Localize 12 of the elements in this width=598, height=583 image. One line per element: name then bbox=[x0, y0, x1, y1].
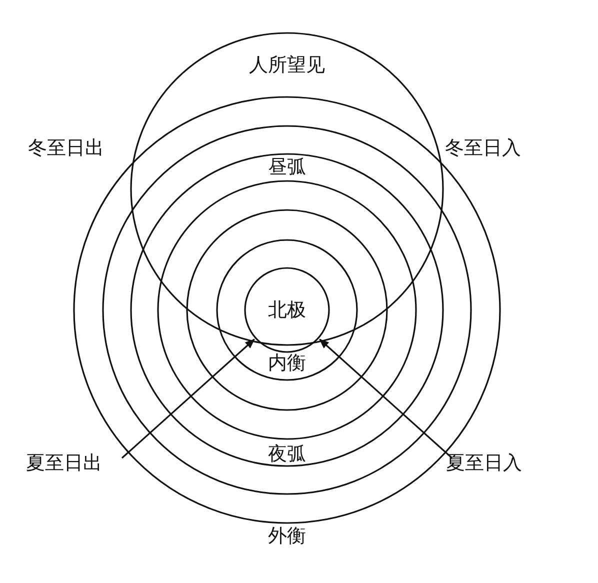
region-label: 人所望见 bbox=[248, 54, 326, 76]
arc-label: 夜弧 bbox=[268, 443, 306, 465]
orbit-label: 内衡 bbox=[268, 352, 306, 374]
event-label: 冬至日出 bbox=[28, 137, 104, 159]
event-label: 冬至日入 bbox=[445, 137, 521, 159]
arc-label: 昼弧 bbox=[268, 156, 306, 178]
orbit-label: 外衡 bbox=[268, 525, 306, 547]
leader-text: 夏至日入 bbox=[446, 452, 522, 474]
leader-arrow bbox=[319, 338, 453, 459]
leader-text: 夏至日出 bbox=[26, 452, 102, 474]
region-label: 北极 bbox=[267, 299, 307, 321]
leader-arrow bbox=[121, 338, 255, 459]
